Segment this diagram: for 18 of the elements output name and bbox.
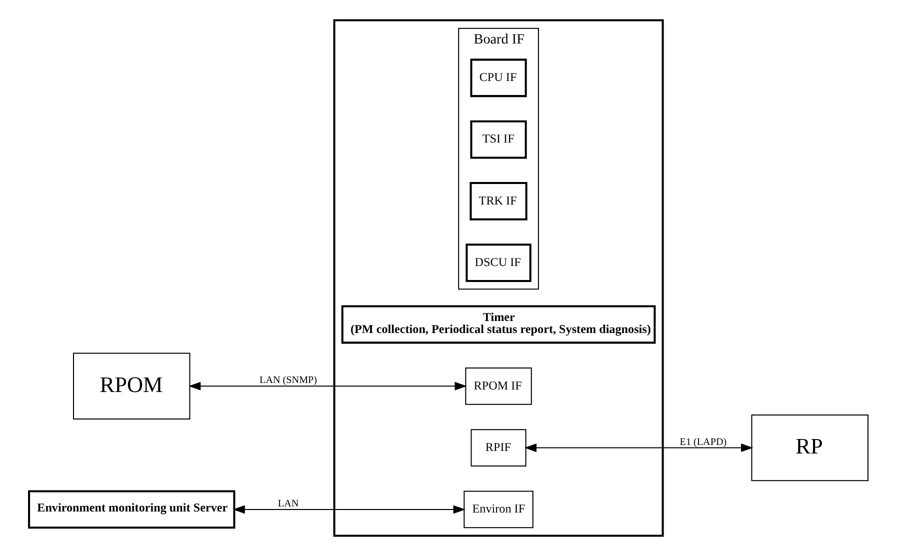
arrow <box>524 444 754 452</box>
edge-label: E1 (LAPD) <box>680 436 727 448</box>
node-box: Environ IF <box>464 490 534 528</box>
arrow <box>188 382 467 390</box>
node-box: TRK IF <box>470 182 528 220</box>
edge-label: LAN <box>278 498 299 510</box>
node-box: TSI IF <box>470 120 527 159</box>
node-box: DSCU IF <box>466 244 532 282</box>
node-box: RPOM <box>73 352 190 420</box>
node-box: Timer (PM collection, Periodical status report, System diagnosis) <box>341 305 656 344</box>
node-box: Environment monitoring unit Server <box>28 490 236 529</box>
node-box: RP <box>751 414 868 482</box>
node-box: RPOM IF <box>465 367 532 405</box>
arrow <box>232 505 466 514</box>
edge-label: LAN (SNMP) <box>260 375 318 386</box>
node-box: CPU IF <box>470 58 527 98</box>
node-box: RPIF <box>470 429 526 466</box>
cluster <box>333 19 664 537</box>
